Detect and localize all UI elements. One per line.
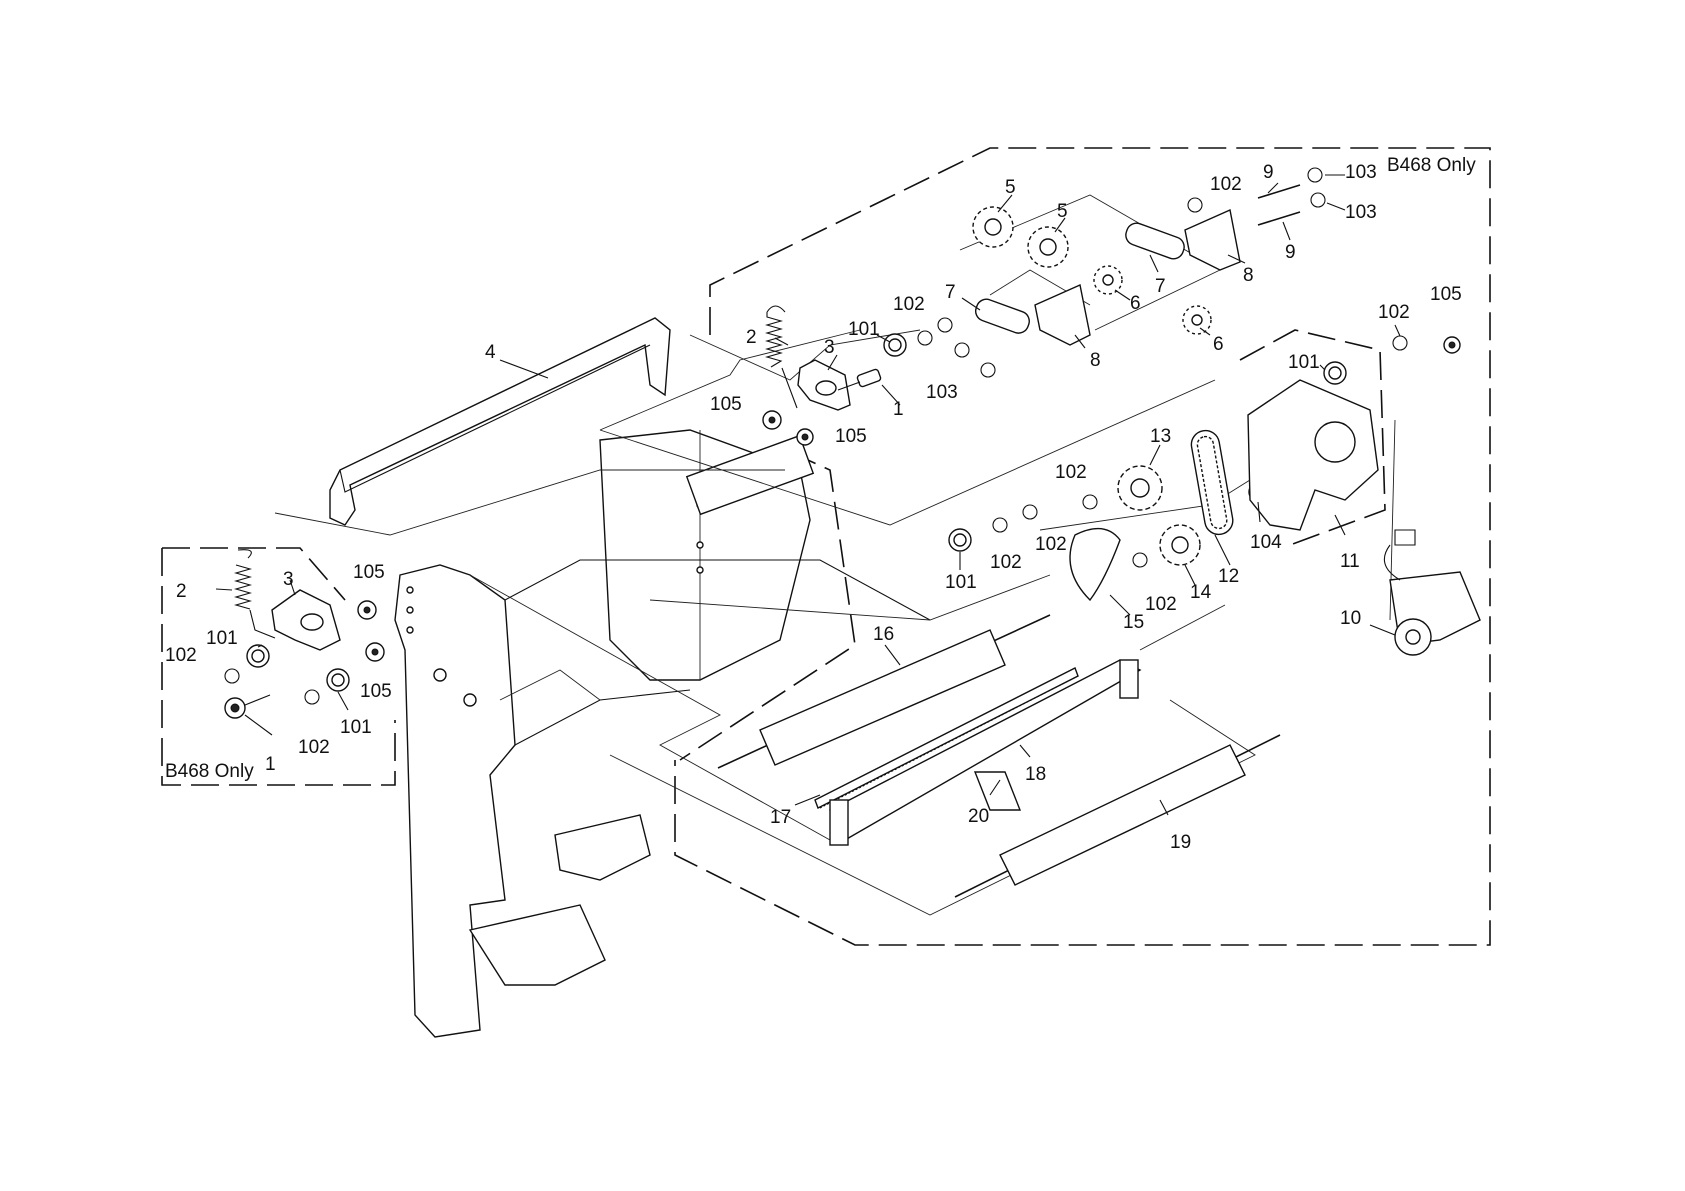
bushing-101-left-b	[327, 669, 349, 691]
label-5b: 5	[1057, 201, 1068, 222]
label-1b: 1	[265, 754, 276, 775]
label-2a: 2	[746, 327, 757, 348]
label-101b: 101	[1288, 352, 1320, 373]
label-105b: 105	[835, 426, 867, 447]
label-2b: 2	[176, 581, 187, 602]
label-17: 17	[770, 807, 791, 828]
label-3a: 3	[824, 337, 835, 358]
label-16: 16	[873, 624, 894, 645]
label-12: 12	[1218, 566, 1239, 587]
label-102a: 102	[1210, 174, 1242, 195]
label-9b: 9	[1285, 242, 1296, 263]
part-6-gear-b	[1183, 306, 1211, 334]
part-10-motor	[1384, 530, 1480, 655]
side-frame	[395, 430, 930, 1037]
part-5-gear-b	[1028, 227, 1068, 267]
label-105c: 105	[1430, 284, 1462, 305]
label-7b: 7	[1155, 276, 1166, 297]
part-1-screw-left	[225, 695, 270, 718]
label-19: 19	[1170, 832, 1191, 853]
label-103a: 103	[1345, 162, 1377, 183]
label-8a: 8	[1090, 350, 1101, 371]
label-105d: 105	[353, 562, 385, 583]
label-102f: 102	[990, 552, 1022, 573]
label-102h: 102	[165, 645, 197, 666]
label-103b: 103	[1345, 202, 1377, 223]
part-11-motor-bracket	[1248, 380, 1378, 530]
part-3-lever-left	[272, 590, 340, 650]
label-101d: 101	[206, 628, 238, 649]
label-3b: 3	[283, 569, 294, 590]
part-7-link-a	[973, 296, 1032, 335]
label-101c: 101	[945, 572, 977, 593]
part-5-gear-a	[973, 207, 1013, 247]
label-105e: 105	[360, 681, 392, 702]
label-102e: 102	[1145, 594, 1177, 615]
part-8-bracket-a	[1035, 285, 1090, 345]
part-6-gear-a	[1094, 266, 1122, 294]
label-10: 10	[1340, 608, 1361, 629]
b468-only-note-top: B468 Only	[1387, 155, 1476, 176]
label-6b: 6	[1213, 334, 1224, 355]
b468-only-note-left: B468 Only	[165, 761, 254, 782]
label-1a: 1	[893, 399, 904, 420]
bushing-101-mid	[949, 529, 971, 551]
label-102c: 102	[1378, 302, 1410, 323]
part-7-link-b	[1123, 220, 1187, 261]
label-104: 104	[1250, 532, 1282, 553]
label-7a: 7	[945, 282, 956, 303]
label-102d: 102	[1055, 462, 1087, 483]
label-14: 14	[1190, 582, 1212, 603]
label-20: 20	[968, 806, 989, 827]
label-13: 13	[1150, 426, 1171, 447]
label-101e: 101	[340, 717, 372, 738]
label-15: 15	[1123, 612, 1144, 633]
label-9a: 9	[1263, 162, 1274, 183]
bushing-101-right	[1324, 362, 1346, 384]
e-ring-103-set	[955, 168, 1325, 377]
bushing-101-left-a	[247, 645, 269, 667]
label-8b: 8	[1243, 265, 1254, 286]
label-4: 4	[485, 342, 496, 363]
part-20-clip	[975, 772, 1020, 810]
label-102i: 102	[298, 737, 330, 758]
label-6a: 6	[1130, 293, 1141, 314]
part-13-gear	[1118, 466, 1162, 510]
label-105a: 105	[710, 394, 742, 415]
label-103c: 103	[926, 382, 958, 403]
part-3-lever-top	[798, 360, 850, 410]
part-8-bracket-b	[1185, 210, 1240, 270]
b468-only-boundary-left	[162, 548, 395, 785]
label-102g: 102	[1035, 534, 1067, 555]
part-2-spring-left	[236, 550, 275, 638]
part-14-gear	[1160, 525, 1200, 565]
label-5a: 5	[1005, 177, 1016, 198]
part-12-timing-belt	[1189, 428, 1235, 536]
label-18: 18	[1025, 764, 1046, 785]
label-101a: 101	[848, 319, 880, 340]
part-2-spring-top	[767, 306, 797, 408]
part-9-shafts	[1258, 185, 1300, 225]
label-102b: 102	[893, 294, 925, 315]
label-11: 11	[1340, 551, 1360, 572]
part-19-roller	[955, 735, 1280, 897]
bushing-101-top	[884, 334, 906, 356]
part-15-timing-belt	[1070, 529, 1120, 600]
